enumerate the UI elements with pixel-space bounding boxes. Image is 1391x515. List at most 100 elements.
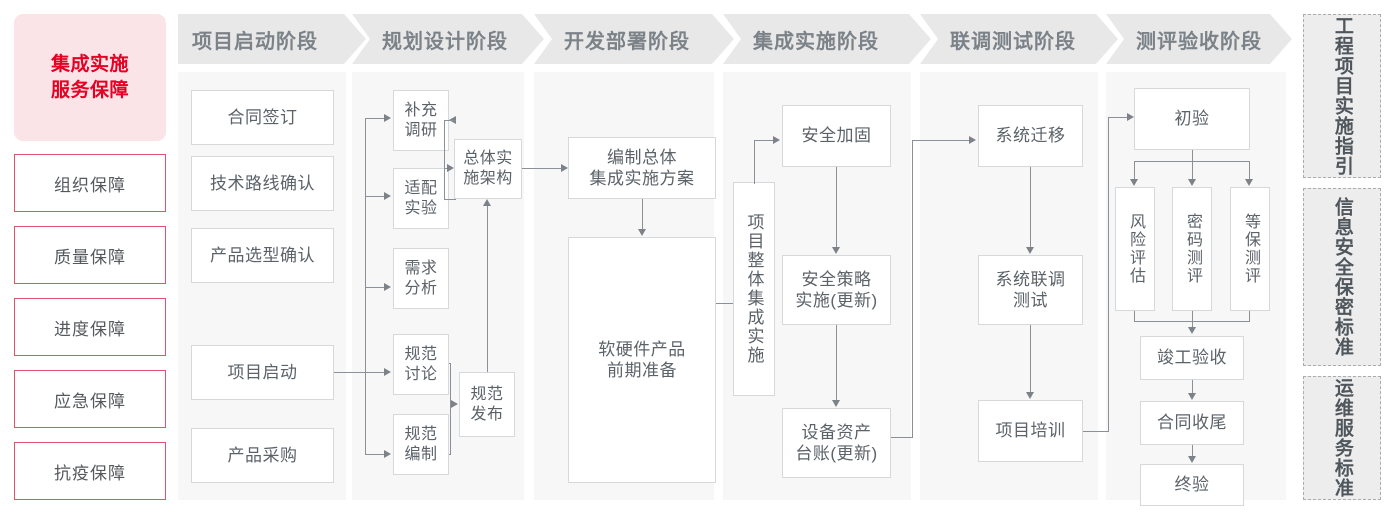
node-tech-route-confirm[interactable]: 技术路线确认 [191, 156, 334, 211]
arrow-joint-test-to-training [1026, 392, 1034, 399]
node-product-procurement[interactable]: 产品采购 [191, 428, 334, 483]
wire-bus-vertical [365, 118, 367, 454]
rail-item-quality[interactable]: 质量保障 [14, 226, 166, 284]
node-spec-discussion[interactable]: 规范 讨论 [393, 334, 449, 395]
phase-header-p6[interactable]: 测评验收阶段 [1106, 14, 1292, 64]
node-hw-sw-preparation[interactable]: 软硬件产品 前期准备 [568, 237, 716, 483]
standard-om-service[interactable]: 运维服务标准 [1303, 376, 1381, 500]
wire-bus-to-adapt [365, 196, 385, 198]
wire-training-out [1083, 431, 1109, 433]
wire-kickoff-out [334, 372, 366, 374]
wire-merge-mid [444, 168, 448, 170]
wire-bus-to-req [365, 287, 385, 289]
rail-item-label: 进度保障 [54, 319, 126, 339]
node-adaptation-test[interactable]: 适配 实验 [393, 168, 449, 229]
phase-header-p3[interactable]: 开发部署阶段 [534, 14, 734, 64]
node-label: 产品采购 [227, 445, 298, 465]
arrow-release-to-architecture [483, 199, 491, 206]
node-label: 规范 编制 [404, 425, 438, 463]
arrow-to-crypto-evaluation [1188, 179, 1196, 186]
phase-header-p5[interactable]: 联调测试阶段 [920, 14, 1118, 64]
node-label: 风险评估 [1127, 213, 1144, 285]
wire-spec-disc-out [449, 363, 451, 365]
node-label: 总体实 施架构 [463, 150, 513, 187]
rail-item-epidemic[interactable]: 抗疫保障 [14, 442, 166, 500]
node-crypto-evaluation[interactable]: 密码测评 [1172, 187, 1212, 311]
rail-item-schedule[interactable]: 进度保障 [14, 298, 166, 356]
arrow-to-adapt-test [384, 192, 391, 200]
node-security-hardening[interactable]: 安全加固 [782, 105, 891, 167]
node-project-training[interactable]: 项目培训 [978, 400, 1083, 462]
node-project-kickoff[interactable]: 项目启动 [191, 345, 334, 400]
arrow-to-initial-acceptance [1127, 113, 1134, 121]
wire-spec-draft-out [449, 454, 451, 456]
node-label: 项目整体集成实施 [744, 213, 764, 365]
left-rail-title-card: 集成实施 服务保障 [14, 14, 166, 141]
standard-infosec-confidentiality[interactable]: 信息安全保密标准 [1303, 188, 1381, 366]
phase-header-label: 开发部署阶段 [564, 30, 690, 53]
arrow-to-contract-closeout [1188, 393, 1196, 400]
wire-riser-to-migration [912, 140, 970, 142]
standard-engineering-guide[interactable]: 工程项目实施指引 [1303, 14, 1381, 178]
wire-initial-down [1192, 150, 1194, 162]
node-overall-implementation-architecture[interactable]: 总体实 施架构 [454, 139, 522, 199]
node-system-joint-test[interactable]: 系统联调 测试 [978, 255, 1083, 325]
node-system-migration[interactable]: 系统迁移 [978, 105, 1083, 167]
node-requirement-analysis[interactable]: 需求 分析 [393, 248, 449, 309]
wire-bus-to-spec-draft [365, 454, 385, 456]
node-label: 补充 调研 [404, 101, 438, 139]
node-asset-ledger-update[interactable]: 设备资产 台账(更新) [782, 408, 891, 478]
wire-training-riser [1108, 117, 1110, 432]
node-spec-release[interactable]: 规范 发布 [459, 372, 515, 437]
rail-item-emergency[interactable]: 应急保障 [14, 370, 166, 428]
wire-integration-up [754, 140, 756, 184]
wire-release-to-architecture [487, 206, 489, 372]
phase-header-label: 联调测试阶段 [950, 30, 1076, 53]
wire-closeout-to-final [1192, 445, 1194, 458]
node-label: 项目启动 [227, 362, 298, 382]
node-completion-acceptance[interactable]: 竣工验收 [1140, 336, 1244, 380]
phase-header-label: 项目启动阶段 [192, 30, 318, 53]
node-mlps-evaluation[interactable]: 等保测评 [1230, 187, 1270, 311]
wire-merge-top [444, 120, 456, 122]
rail-item-organization[interactable]: 组织保障 [14, 154, 166, 212]
left-rail-title-line2: 服务保障 [50, 79, 129, 101]
phase-header-label: 测评验收阶段 [1136, 30, 1262, 53]
wire-merge-to-completion [1192, 311, 1194, 329]
arrow-to-spec-release [451, 400, 458, 408]
node-security-policy-update[interactable]: 安全策略 实施(更新) [782, 255, 891, 325]
node-label: 竣工验收 [1157, 348, 1227, 368]
node-label: 需求 分析 [404, 259, 438, 297]
arrow-to-mlps-evaluation [1245, 179, 1253, 186]
wire-split-left [1134, 161, 1136, 181]
node-label: 密码测评 [1184, 213, 1201, 285]
rail-item-label: 质量保障 [54, 247, 126, 267]
node-label: 技术路线确认 [210, 173, 315, 193]
node-label: 合同签订 [227, 107, 298, 127]
node-risk-assessment[interactable]: 风险评估 [1115, 187, 1155, 311]
node-overall-project-integration[interactable]: 项目整体集成实施 [733, 182, 775, 396]
node-overall-integration-scheme[interactable]: 编制总体 集成实施方案 [568, 137, 716, 199]
node-final-acceptance[interactable]: 终验 [1140, 464, 1244, 506]
phase-header-p1[interactable]: 项目启动阶段 [178, 14, 366, 64]
node-contract-signing[interactable]: 合同签订 [191, 90, 334, 145]
node-spec-drafting[interactable]: 规范 编制 [393, 414, 449, 475]
arrow-to-completion-acceptance [1188, 327, 1196, 334]
node-product-selection-confirm[interactable]: 产品选型确认 [191, 228, 334, 283]
wire-completion-to-closeout [1192, 380, 1194, 395]
arrow-to-req-analysis [384, 283, 391, 291]
wire-preparation-to-integration [716, 303, 744, 305]
node-contract-closeout[interactable]: 合同收尾 [1140, 401, 1244, 445]
arrow-to-system-migration [969, 136, 976, 144]
arrow-to-supp-research [384, 114, 391, 122]
rail-item-label: 抗疫保障 [54, 463, 126, 483]
arrow-integration-to-hardening [773, 136, 780, 144]
phase-header-p4[interactable]: 集成实施阶段 [723, 14, 931, 64]
arrow-to-architecture [447, 164, 454, 172]
node-supplementary-research[interactable]: 补充 调研 [393, 90, 449, 151]
standard-label: 工程项目实施指引 [1331, 16, 1353, 176]
node-initial-acceptance[interactable]: 初验 [1134, 88, 1250, 150]
left-rail-title-line1: 集成实施 [50, 53, 129, 75]
phase-header-p2[interactable]: 规划设计阶段 [352, 14, 544, 64]
